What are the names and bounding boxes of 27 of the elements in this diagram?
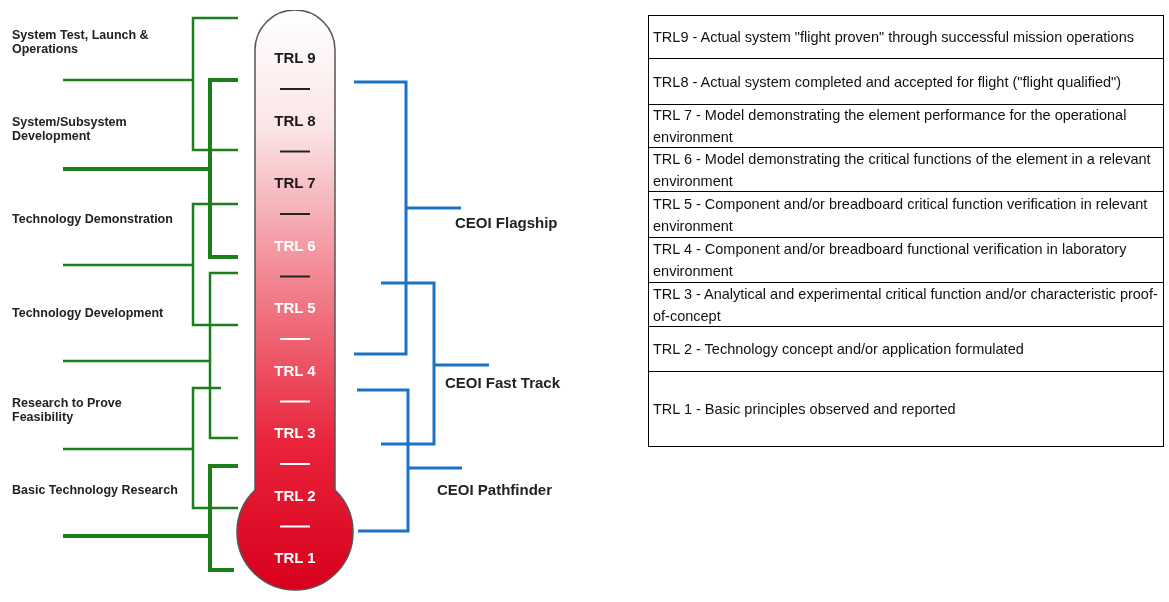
trl-level: TRL 2 bbox=[273, 486, 317, 505]
phase-label: System Test, Launch & Operations bbox=[12, 28, 150, 56]
table-cell-text: TRL8 - Actual system completed and accepted for flight ("flight qualified") bbox=[653, 72, 1122, 92]
program-label: CEOI Pathfinder bbox=[437, 481, 552, 498]
trl-level: TRL 4 bbox=[273, 361, 317, 380]
trl-level: TRL 9 bbox=[273, 49, 317, 67]
trl-level: TRL 3 bbox=[273, 424, 317, 442]
phase-label: System/Subsystem Development bbox=[12, 115, 128, 143]
trl-level: TRL 6 bbox=[273, 236, 317, 255]
table-cell-text: TRL 4 - Component and/or breadboard functional verification in laboratory environment bbox=[653, 240, 1128, 281]
program-label: CEOI Flagship bbox=[455, 214, 558, 231]
phase-label: Technology Demonstration bbox=[12, 212, 174, 226]
trl-level: TRL 7 bbox=[273, 174, 317, 192]
table-cell-text: TRL 5 - Component and/or breadboard critical function verification in relevant environment bbox=[653, 194, 1149, 236]
phase-label: Technology Development bbox=[12, 306, 165, 320]
program-label: CEOI Fast Track bbox=[445, 374, 561, 391]
table-cell-text: TRL 6 - Model demonstrating the critical functions of the element in a relevant environment bbox=[653, 149, 1152, 191]
table-cell-text: TRL 3 - Analytical and experimental critical function and/or characteristic proof-of-concept bbox=[653, 284, 1159, 326]
table-cell-text: TRL9 - Actual system "flight proven" through successful mission operations bbox=[653, 28, 1134, 47]
phase-label: Research to Prove Feasibility bbox=[12, 396, 123, 424]
table-cell-text: TRL 7 - Model demonstrating the element performance for the operational environment bbox=[653, 106, 1128, 147]
trl-level: TRL 1 bbox=[273, 549, 317, 567]
table-cell-text: TRL 1 - Basic principles observed and reported bbox=[653, 400, 956, 419]
trl-level: TRL 8 bbox=[273, 111, 317, 130]
phase-label: Basic Technology Research bbox=[12, 483, 179, 497]
trl-level: TRL 5 bbox=[273, 299, 317, 317]
table-cell-text: TRL 2 - Technology concept and/or application formulated bbox=[653, 340, 1024, 359]
